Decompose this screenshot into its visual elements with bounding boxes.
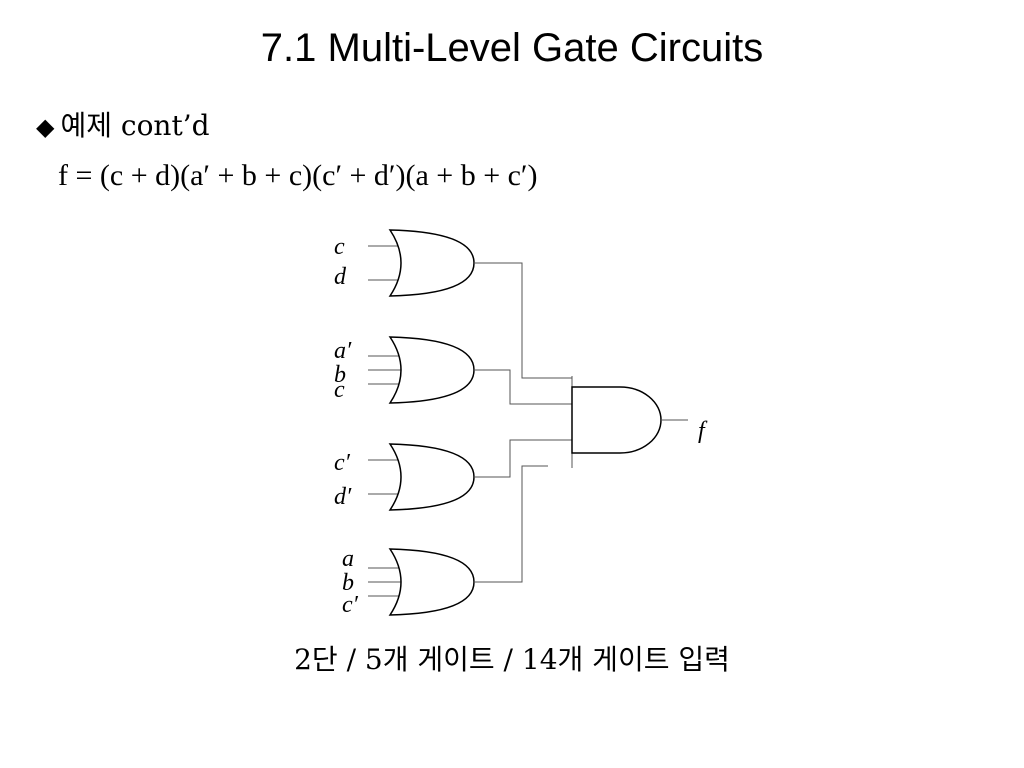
or4-input-1: a [342,546,354,572]
or2-input-1: a′ [334,338,352,364]
or-gate-1: c d [334,229,475,297]
slide-title: 7.1 Multi-Level Gate Circuits [260,26,764,70]
diamond-bullet-icon: ◆ [36,113,55,141]
boolean-equation: f = (c + d)(a′ + b + c)(c′ + d′)(a + b +… [58,159,538,192]
or-gate-3: c′ d′ [334,443,475,511]
gate-count-caption: 2단 / 5개 게이트 / 14개 게이트 입력 [294,643,730,676]
or2-input-2: b [334,362,346,388]
or4-input-2: b [342,570,354,596]
bullet-line: ◆예제 cont’d [36,106,210,147]
or2-input-3: c [334,377,345,403]
and-output-label: f [698,418,708,444]
or1-input-1: c [334,234,345,260]
or1-input-2: d [334,264,347,290]
bullet-text: 예제 cont’d [60,109,210,142]
or3-input-1: c′ [334,450,351,476]
and-gate: f [571,386,708,454]
or4-input-3: c′ [342,592,359,618]
or3-input-2: d′ [334,484,352,510]
interconnect-wires [474,262,573,583]
or-gate-2: a′ b c [334,336,475,404]
or-gate-4: a b c′ [342,546,475,618]
